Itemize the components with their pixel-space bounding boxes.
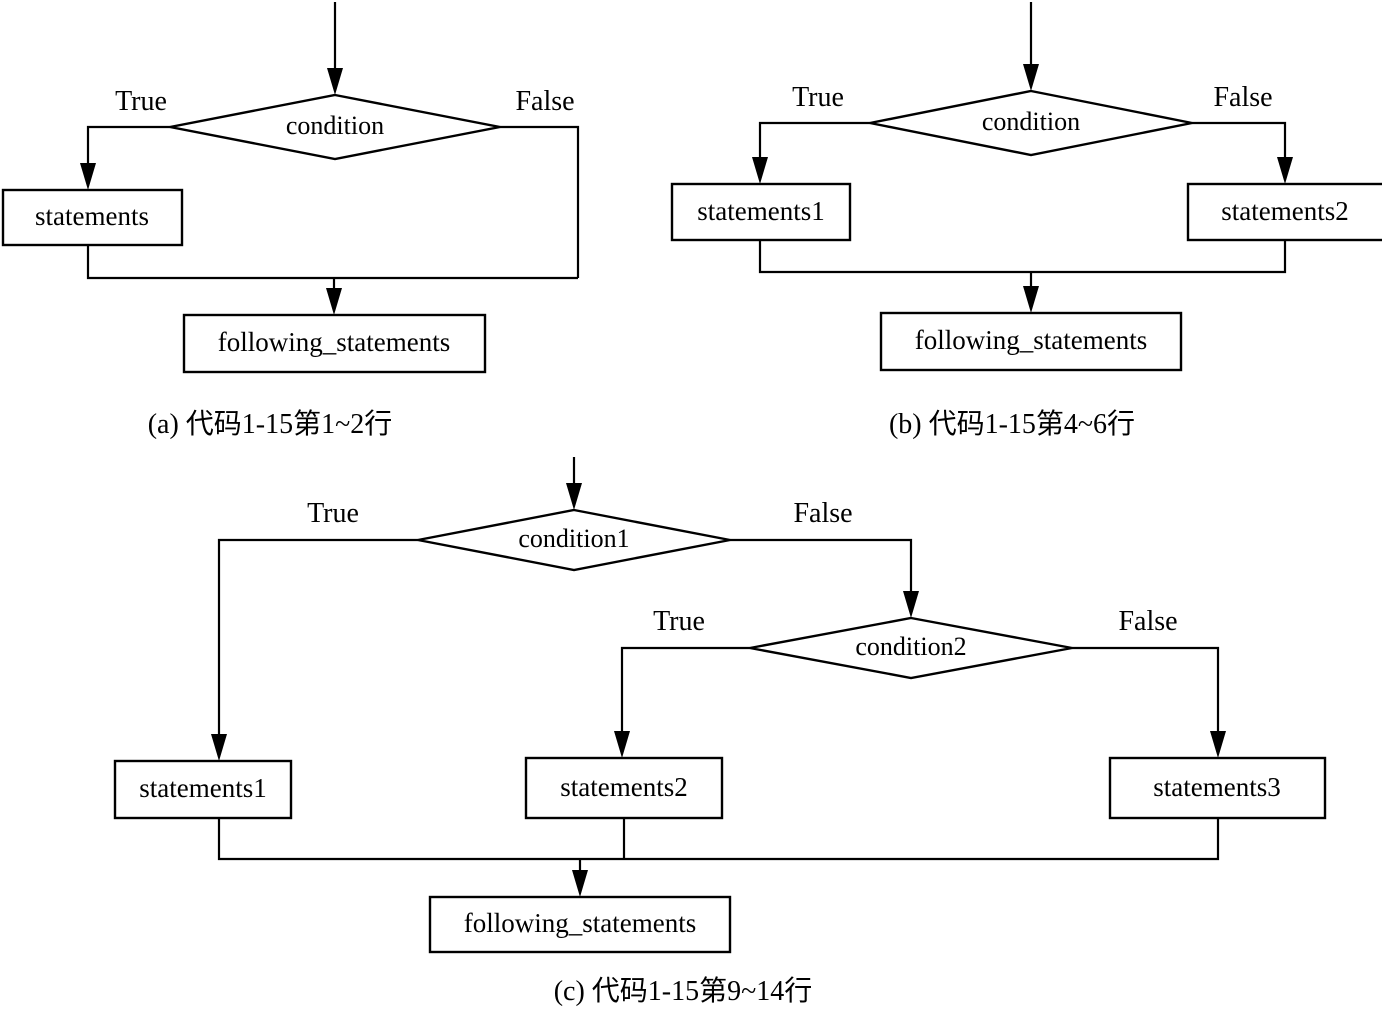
panel-b-statements1-label: statements1: [697, 196, 824, 226]
panel-a: condition True statements False followin…: [1, 2, 580, 440]
panel-c: condition1 True False condition2 True Fa…: [113, 457, 1327, 1007]
panel-c-following-label: following_statements: [464, 908, 696, 938]
panel-c-caption: (c) 代码1-15第9~14行: [554, 975, 813, 1007]
panel-b-true-label: True: [792, 82, 844, 113]
panel-a-true-label: True: [115, 86, 167, 117]
panel-a-entry-arrowhead: [327, 68, 343, 95]
panel-a-caption: (a) 代码1-15第1~2行: [148, 408, 393, 440]
panel-b-false-path: [1192, 121, 1287, 166]
panel-a-following-label: following_statements: [218, 327, 450, 357]
panel-c-cond2-false-label: False: [1118, 606, 1177, 637]
panel-b-true-path: [758, 121, 870, 166]
panel-a-following-arrowhead: [326, 288, 342, 315]
panel-c-cond2-false-arrowhead: [1210, 731, 1226, 758]
panel-c-statements3-label: statements3: [1153, 772, 1280, 802]
panel-c-cond2-true-label: True: [653, 606, 705, 637]
panel-b-false-label: False: [1213, 82, 1272, 113]
panel-a-condition-label: condition: [286, 111, 384, 140]
panel-c-statements1-box: [113, 759, 293, 820]
panel-b-following-box: [879, 311, 1183, 372]
panel-a-true-arrowhead: [80, 163, 96, 190]
panel-c-cond1-false-arrowhead: [903, 591, 919, 618]
panel-b-statements2-label: statements2: [1221, 196, 1348, 226]
panel-c-condition1-label: condition1: [518, 524, 629, 553]
panel-b-true-arrowhead: [752, 157, 768, 184]
panel-a-false-label: False: [515, 86, 574, 117]
panel-b: condition True False statements1 stateme…: [670, 2, 1382, 440]
panel-b-false-arrowhead: [1277, 157, 1293, 184]
panel-b-entry-arrowhead: [1023, 64, 1039, 91]
panel-a-statements-label: statements: [35, 201, 149, 231]
panel-c-statements3-box: [1108, 756, 1327, 820]
panel-a-statements-box: [1, 188, 184, 247]
panel-b-statements1-box: [670, 182, 852, 242]
panel-c-statements2-label: statements2: [560, 772, 687, 802]
panel-c-cond1-false-label: False: [793, 498, 852, 529]
panel-c-condition2-label: condition2: [855, 632, 966, 661]
panel-c-statements2-box: [524, 756, 724, 820]
panel-c-merge-bus: [217, 818, 1220, 861]
panel-c-condition2-diamond: [749, 616, 1073, 680]
panel-c-condition1-diamond: [417, 508, 731, 572]
panel-c-statements1-label: statements1: [139, 773, 266, 803]
panel-c-cond1-true-label: True: [307, 498, 359, 529]
panel-c-following-box: [428, 895, 732, 954]
panel-b-statements2-box: [1186, 182, 1382, 242]
panel-c-cond1-false-path: [730, 538, 913, 600]
panel-b-following-label: following_statements: [915, 325, 1147, 355]
panel-b-condition-diamond: [869, 89, 1193, 157]
panel-c-cond1-true-arrowhead: [211, 734, 227, 761]
panel-c-cond2-true-arrowhead: [614, 731, 630, 758]
panel-b-merge-path: [758, 240, 1287, 274]
panel-a-following-box: [182, 313, 487, 374]
panel-c-cond2-true-path: [620, 646, 750, 740]
panel-a-false-path: [500, 125, 580, 278]
panel-c-cond1-true-path: [217, 538, 418, 743]
panel-b-condition-label: condition: [982, 107, 1080, 136]
panel-c-entry-arrowhead: [566, 483, 582, 510]
panel-c-following-arrowhead: [572, 870, 588, 897]
panel-a-condition-diamond: [169, 93, 501, 161]
panel-a-merge-left-path: [86, 245, 578, 280]
panel-b-following-arrowhead: [1023, 286, 1039, 313]
panel-c-cond2-false-path: [1072, 646, 1220, 740]
panel-a-true-path: [86, 125, 170, 172]
panel-b-caption: (b) 代码1-15第4~6行: [889, 408, 1135, 440]
